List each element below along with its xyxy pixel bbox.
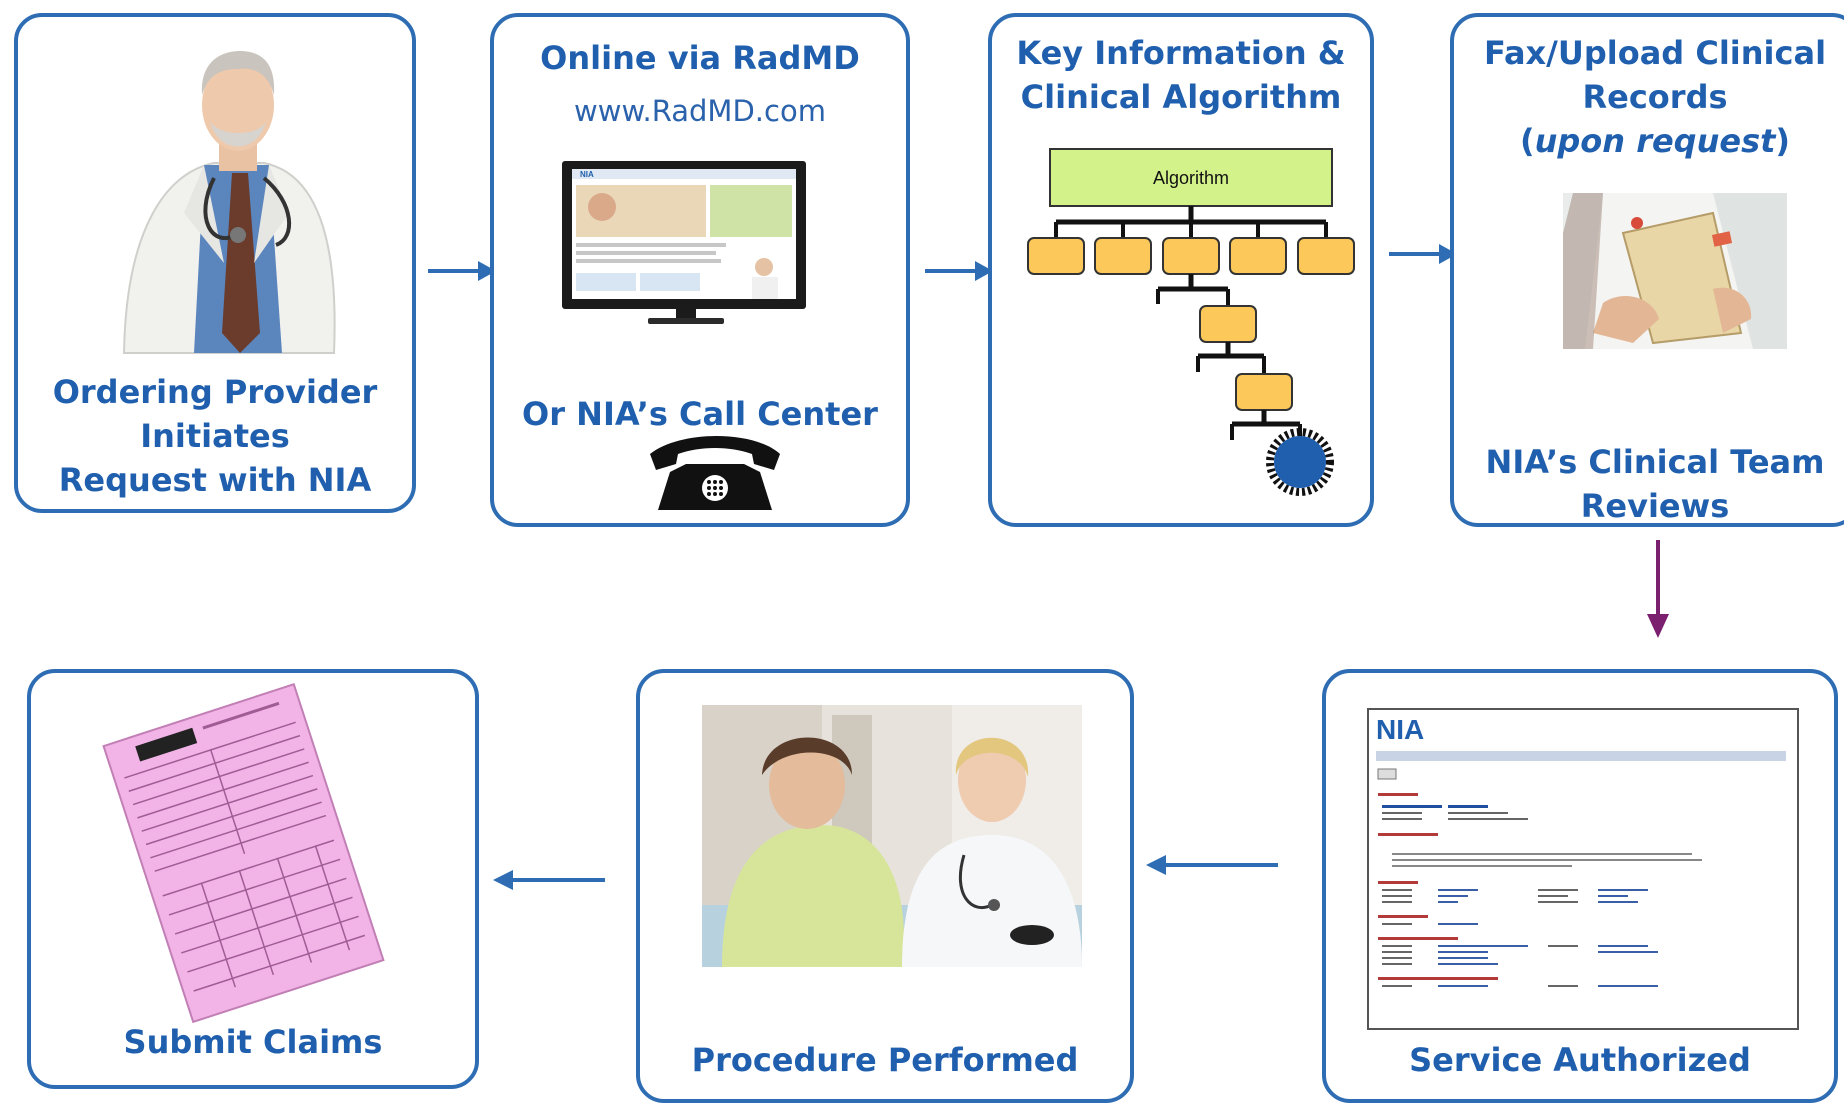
- arrow-right-icon: [428, 261, 496, 281]
- procedure-step-box: Procedure Performed: [636, 669, 1134, 1103]
- provider-label-line1: Ordering Provider: [52, 373, 378, 411]
- arrow-left-icon: [1146, 855, 1278, 875]
- records-title-line3: (upon request): [1519, 122, 1791, 160]
- claims-step-box: Submit Claims: [27, 669, 479, 1089]
- algorithm-title-line1: Key Information &: [1016, 34, 1346, 72]
- arrow-down-icon: [1647, 540, 1669, 638]
- authorization-document: NIA: [1367, 708, 1799, 1030]
- provider-label-line2: Initiates: [140, 417, 290, 455]
- authorized-step-box: NIA Service Authorized: [1322, 669, 1838, 1103]
- algorithm-tree: Algorithm: [1027, 148, 1355, 496]
- online-step-box: Online via RadMD www.RadMD.com NIA Or NI…: [490, 13, 910, 527]
- records-title-line1: Fax/Upload Clinical: [1483, 34, 1827, 72]
- algorithm-title-line2: Clinical Algorithm: [1020, 78, 1342, 116]
- svg-text:NIA: NIA: [580, 170, 594, 179]
- claim-form-icon: [102, 683, 385, 1024]
- consultation-photo: [702, 705, 1082, 967]
- records-title-line2: Records: [1582, 78, 1728, 116]
- arrow-right-icon: [925, 261, 993, 281]
- records-step-box: Fax/Upload Clinical Records (upon reques…: [1450, 13, 1844, 527]
- provider-label-line3: Request with NIA: [58, 461, 372, 499]
- doctor-photo: [122, 51, 336, 354]
- algorithm-root-label: Algorithm: [1153, 168, 1229, 188]
- procedure-label: Procedure Performed: [691, 1041, 1079, 1079]
- review-label-line1: NIA’s Clinical Team: [1485, 443, 1825, 481]
- arrow-right-icon: [1389, 244, 1457, 264]
- claims-label: Submit Claims: [123, 1023, 383, 1061]
- call-center-label: Or NIA’s Call Center: [522, 395, 878, 433]
- provider-step-box: Ordering Provider Initiates Request with…: [14, 13, 416, 513]
- monitor-icon: NIA: [562, 161, 806, 324]
- clinical-records-photo: [1563, 193, 1787, 349]
- review-label-line2: Reviews: [1580, 487, 1730, 525]
- doc-logo: NIA: [1376, 714, 1424, 745]
- algorithm-step-box: Key Information & Clinical Algorithm Alg…: [988, 13, 1374, 527]
- upon-request-text: upon request: [1534, 122, 1776, 160]
- authorized-label: Service Authorized: [1409, 1041, 1751, 1079]
- telephone-icon: [650, 436, 780, 510]
- radmd-url: www.RadMD.com: [574, 94, 826, 128]
- online-title: Online via RadMD: [540, 39, 860, 77]
- arrow-left-icon: [493, 870, 605, 890]
